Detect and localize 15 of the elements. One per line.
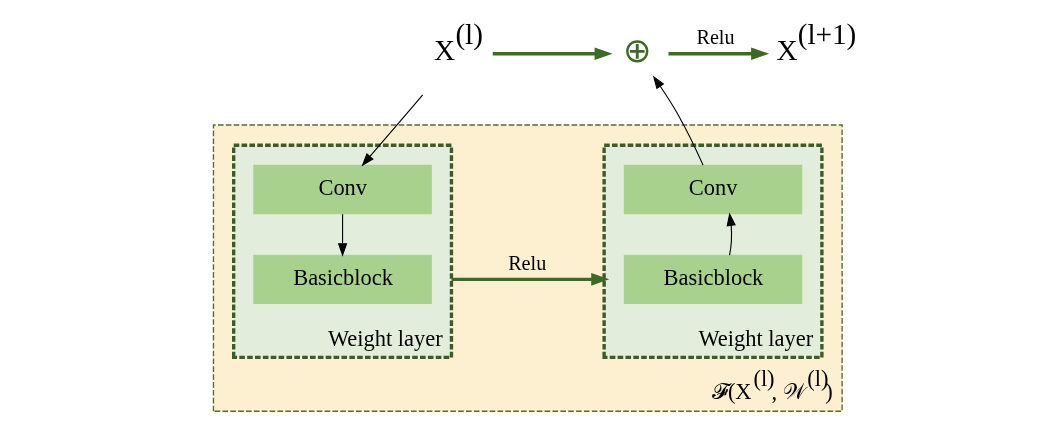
arrow [668,47,770,61]
arrow [726,212,736,256]
arrow [361,94,424,167]
node-text: ⊕ [623,32,652,70]
edge-label: Relu [696,26,735,49]
node-box: Basicblock [623,254,803,305]
cluster [212,124,843,412]
node-box: Conv [623,164,803,215]
arrow [451,273,610,286]
edge-label: Relu [508,251,547,274]
node-box: Basicblock [253,254,432,305]
arrow [337,213,348,257]
node-box: Conv [253,164,432,215]
arrow [492,47,613,61]
arrow [652,75,704,166]
